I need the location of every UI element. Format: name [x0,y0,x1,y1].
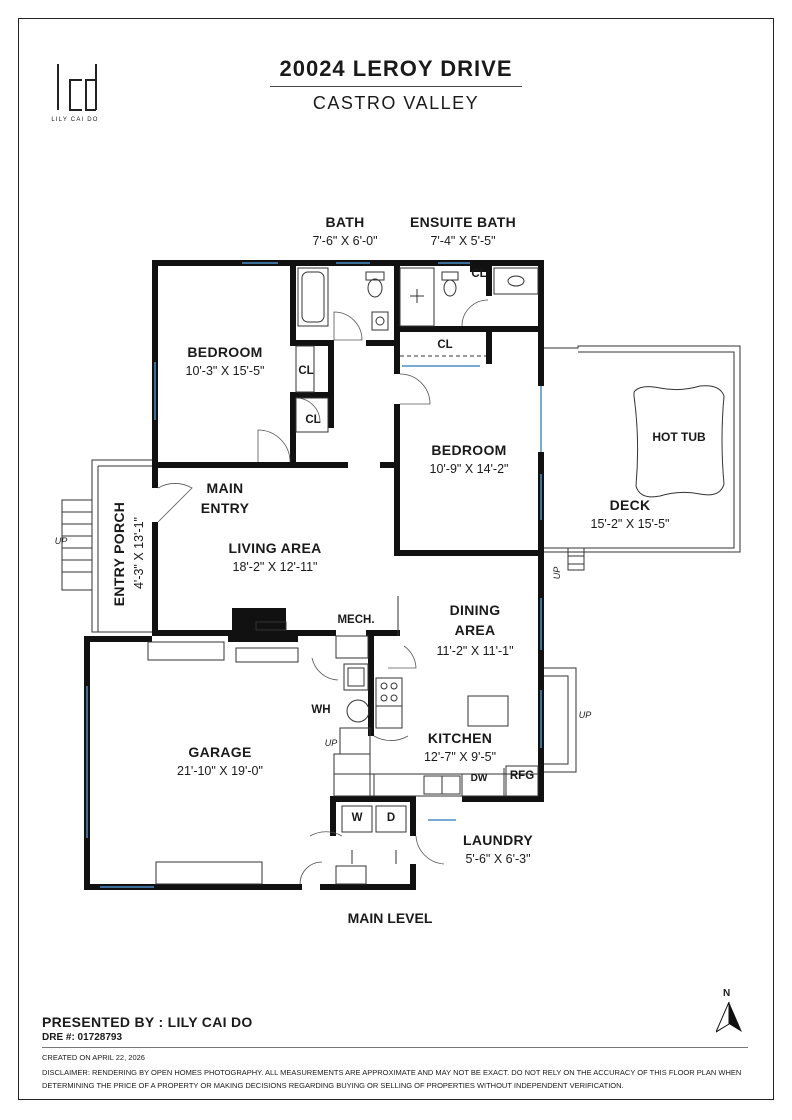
footer-divider [42,1047,748,1048]
bedroom-1-dims: 10'-3" X 15'-5" [185,364,265,378]
entry-porch-outline [61,459,152,633]
main-entry-line2: ENTRY [200,500,250,516]
ensuite-bath-name: ENSUITE BATH [409,214,516,230]
mech-label: MECH. [337,614,375,626]
kitchen-dims: 12'-7" X 9'-5" [423,750,496,764]
bath-name: BATH [325,214,365,230]
water-heater-label: WH [311,704,331,716]
dishwasher-label: DW [470,773,488,784]
hot-tub-label: HOT TUB [652,430,706,444]
up-label-kitchen-steps: UP [578,710,592,720]
closet-label-ensuite: CL [471,268,487,280]
closet-label-bedroom-1: CL [305,414,321,426]
garage-dims: 21'-10" X 19'-0" [177,764,263,778]
bedroom-2-name: BEDROOM [431,442,507,458]
deck-outline [542,345,741,571]
refrigerator-label: RFG [509,770,535,782]
laundry-dims: 5'-6" X 6'-3" [465,852,531,866]
dryer-label: D [386,812,396,824]
dining-area-dims: 11'-2" X 11'-1" [436,644,514,658]
dining-area-line1: DINING [449,602,501,618]
logo-text: LILY CAI DO [51,117,99,123]
deck-dims: 15'-2" X 15'-5" [590,517,670,531]
entry-porch-dims: 4'-3" X 13'-1" [132,517,146,590]
created-date: CREATED ON APRIL 22, 2026 [42,1053,145,1062]
disclaimer: DISCLAIMER: RENDERING BY OPEN HOMES PHOT… [42,1068,742,1090]
living-area-dims: 18'-2" X 12'-11" [232,560,318,574]
level-label: MAIN LEVEL [347,910,433,926]
washer-label: W [351,812,363,824]
laundry-name: LAUNDRY [462,832,534,848]
page-frame [18,18,774,1100]
page-title: 20024 LEROY DRIVE [279,56,513,81]
bath-dims: 7'-6" X 6'-0" [312,234,378,248]
closet-label-bedroom-2: CL [437,339,453,351]
entry-porch-name: ENTRY PORCH [111,501,127,607]
presented-by: PRESENTED BY : LILY CAI DO [42,1014,253,1030]
page-subtitle: CASTRO VALLEY [312,93,480,113]
kitchen-side-steps [542,667,577,773]
closet-label-bath: CL [298,365,314,377]
main-entry-line1: MAIN [206,480,244,496]
up-label-garage-steps: UP [324,738,338,748]
garage-name: GARAGE [188,744,252,760]
up-label-porch: UP [54,536,68,546]
doors [157,299,489,885]
title-divider [270,86,522,87]
bedroom-1-name: BEDROOM [187,344,263,360]
north-arrow-icon [716,1002,742,1033]
deck-name: DECK [609,497,651,513]
north-label: N [723,988,731,999]
up-label-deck: UP [552,566,562,580]
windows [86,262,542,888]
kitchen-name: KITCHEN [427,730,493,746]
dining-area-line2: AREA [454,622,496,638]
ensuite-bath-dims: 7'-4" X 5'-5" [430,234,496,248]
fixtures [147,267,539,885]
dre-number: DRE #: 01728793 [42,1032,123,1043]
bedroom-2-dims: 10'-9" X 14'-2" [429,462,509,476]
living-area-name: LIVING AREA [228,540,322,556]
lcd-logo-icon [57,64,97,111]
